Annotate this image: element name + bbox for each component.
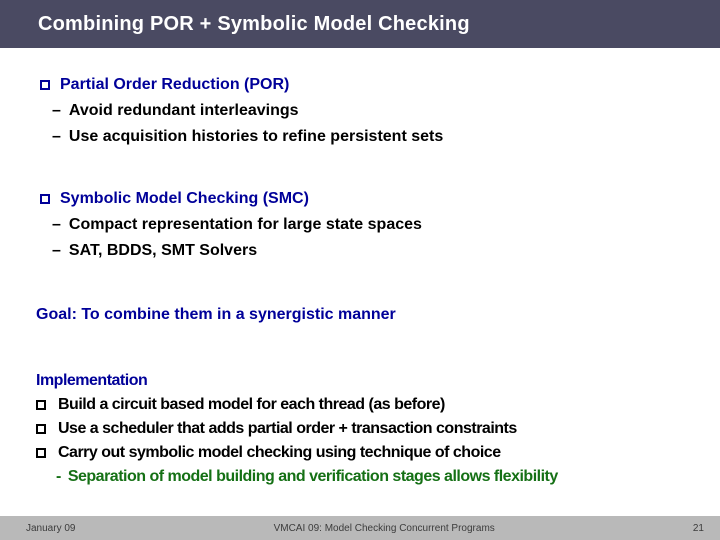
impl-bullet-text: Carry out symbolic model checking using … — [58, 444, 501, 461]
implementation-heading: Implementation — [36, 372, 148, 389]
impl-bullet-text: Build a circuit based model for each thr… — [58, 396, 445, 413]
sub-item-text: Compact representation for large state s… — [68, 216, 422, 233]
dash-bullet: - — [56, 468, 61, 485]
section-heading: Partial Order Reduction (POR) — [60, 76, 290, 93]
square-bullet-icon — [40, 194, 50, 204]
impl-bullet-item: Build a circuit based model for each thr… — [36, 393, 704, 417]
impl-bullet-text: Use a scheduler that adds partial order … — [58, 420, 517, 437]
dash-bullet: – — [52, 242, 61, 259]
dash-bullet: – — [52, 128, 61, 145]
sub-item: – Compact representation for large state… — [36, 212, 704, 238]
goal-text: Goal: To combine them in a synergistic m… — [36, 306, 396, 323]
note-text: Separation of model building and verific… — [67, 468, 558, 485]
slide-footer: January 09 VMCAI 09: Model Checking Conc… — [0, 516, 720, 540]
footer-date: January 09 — [26, 522, 76, 534]
footer-page-number: 21 — [692, 522, 704, 534]
square-bullet-icon — [36, 448, 46, 458]
impl-bullet-item: Carry out symbolic model checking using … — [36, 441, 704, 465]
footer-title: VMCAI 09: Model Checking Concurrent Prog… — [273, 522, 495, 534]
sub-item-text: Use acquisition histories to refine pers… — [68, 128, 444, 145]
sub-item: – SAT, BDDS, SMT Solvers — [36, 238, 704, 264]
square-bullet-icon — [40, 80, 50, 90]
impl-bullet-item: Use a scheduler that adds partial order … — [36, 417, 704, 441]
section-smc: Symbolic Model Checking (SMC) – Compact … — [36, 186, 704, 264]
section-por: Partial Order Reduction (POR) – Avoid re… — [36, 72, 704, 150]
sub-item: – Use acquisition histories to refine pe… — [36, 124, 704, 150]
sub-item-text: SAT, BDDS, SMT Solvers — [68, 242, 258, 259]
note-line: - Separation of model building and verif… — [36, 465, 704, 489]
square-bullet-icon — [36, 424, 46, 434]
section-heading: Symbolic Model Checking (SMC) — [60, 190, 309, 207]
slide-header: Combining POR + Symbolic Model Checking — [0, 0, 720, 48]
section-implementation: Implementation Build a circuit based mod… — [36, 368, 704, 489]
sub-item-text: Avoid redundant interleavings — [68, 102, 299, 119]
slide-title: Combining POR + Symbolic Model Checking — [38, 13, 470, 35]
dash-bullet: – — [52, 102, 61, 119]
section-heading-line: Symbolic Model Checking (SMC) — [36, 186, 704, 212]
square-bullet-icon — [36, 400, 46, 410]
section-heading-line: Partial Order Reduction (POR) — [36, 72, 704, 98]
sub-item: – Avoid redundant interleavings — [36, 98, 704, 124]
dash-bullet: – — [52, 216, 61, 233]
slide-body: Partial Order Reduction (POR) – Avoid re… — [0, 48, 720, 489]
